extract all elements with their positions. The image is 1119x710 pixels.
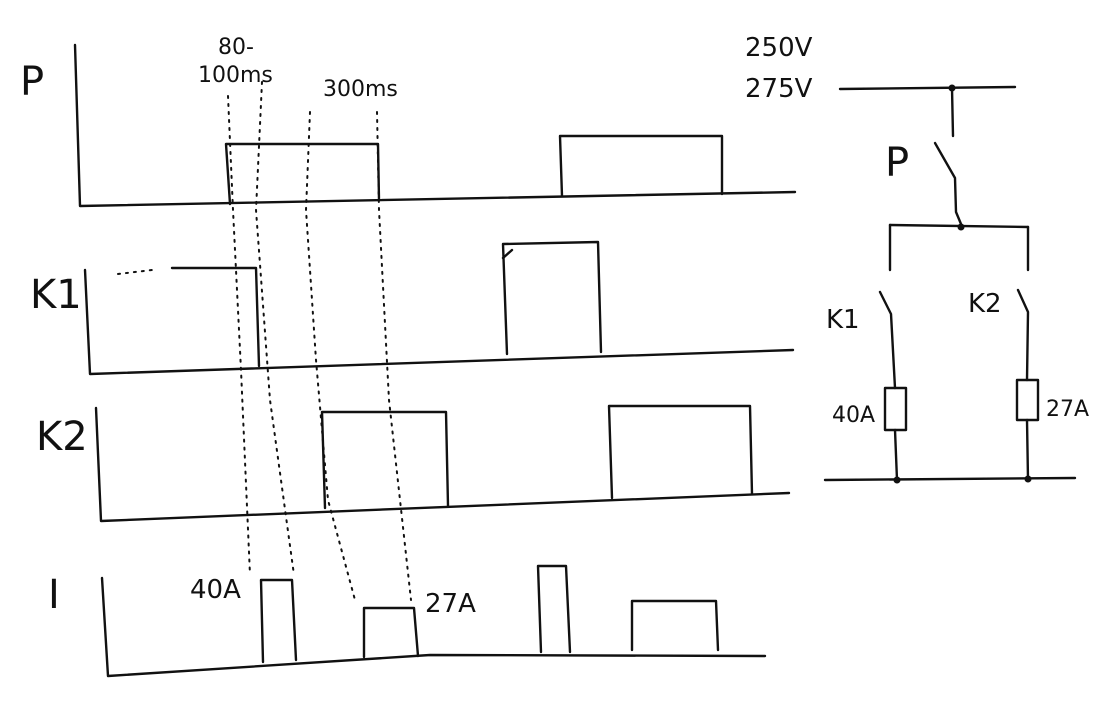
annotation-hold: 300ms <box>323 77 398 102</box>
guide-line-1 <box>227 95 251 576</box>
row-label-p: P <box>20 59 44 105</box>
guide-line-4 <box>376 111 412 601</box>
k2-branch-bottom <box>1025 418 1030 482</box>
voltage-label-275v: 275V <box>745 74 813 104</box>
k1-branch-bottom <box>893 428 899 482</box>
p-pulse-1 <box>224 142 381 206</box>
distribution-node <box>957 223 965 231</box>
return-bus <box>823 476 1077 482</box>
voltage-label-250v: 250V <box>745 33 813 63</box>
k1-pre-dash <box>117 269 153 275</box>
row-label-k1: K1 <box>30 272 82 318</box>
i-axis <box>100 576 767 678</box>
k2-pulse-2 <box>607 404 754 500</box>
switch-label-p: P <box>885 140 909 186</box>
supply-line <box>838 85 1017 91</box>
annotation-delay-top: 80- <box>218 35 254 60</box>
i-label-27a: 27A <box>425 589 476 619</box>
switch-label-k2: K2 <box>968 289 1002 319</box>
annotation-delay-bottom: 100ms <box>198 63 273 88</box>
load-k1 <box>883 386 908 432</box>
k1-axis <box>83 268 795 376</box>
row-label-i: I <box>48 572 60 618</box>
guide-line-2 <box>254 81 295 576</box>
switch-k1 <box>878 290 897 390</box>
load-k2 <box>1015 378 1040 422</box>
k2-pulse-1 <box>320 410 450 510</box>
switch-k2 <box>1016 288 1030 382</box>
i-pulse-3 <box>536 564 572 654</box>
return-node-k2 <box>1024 475 1032 483</box>
supply-drop <box>950 86 955 138</box>
load-label-k1: 40A <box>832 403 875 428</box>
load-label-k2: 27A <box>1046 397 1089 422</box>
i-pulse-4 <box>630 599 720 652</box>
switch-p <box>933 141 963 226</box>
switch-label-k1: K1 <box>826 305 860 335</box>
guide-line-3 <box>304 111 356 601</box>
i-pulse-40a <box>259 578 298 664</box>
return-node-k1 <box>893 476 901 484</box>
row-label-k2: K2 <box>36 414 88 460</box>
k1-pulse-1 <box>170 266 261 368</box>
i-pulse-27a <box>362 606 420 659</box>
p-pulse-2 <box>558 134 724 198</box>
k1-pulse-2-tick <box>501 248 514 260</box>
i-label-40a: 40A <box>190 575 241 605</box>
k2-axis <box>94 406 791 523</box>
k1-pulse-2 <box>501 240 603 356</box>
p-axis <box>73 43 797 208</box>
